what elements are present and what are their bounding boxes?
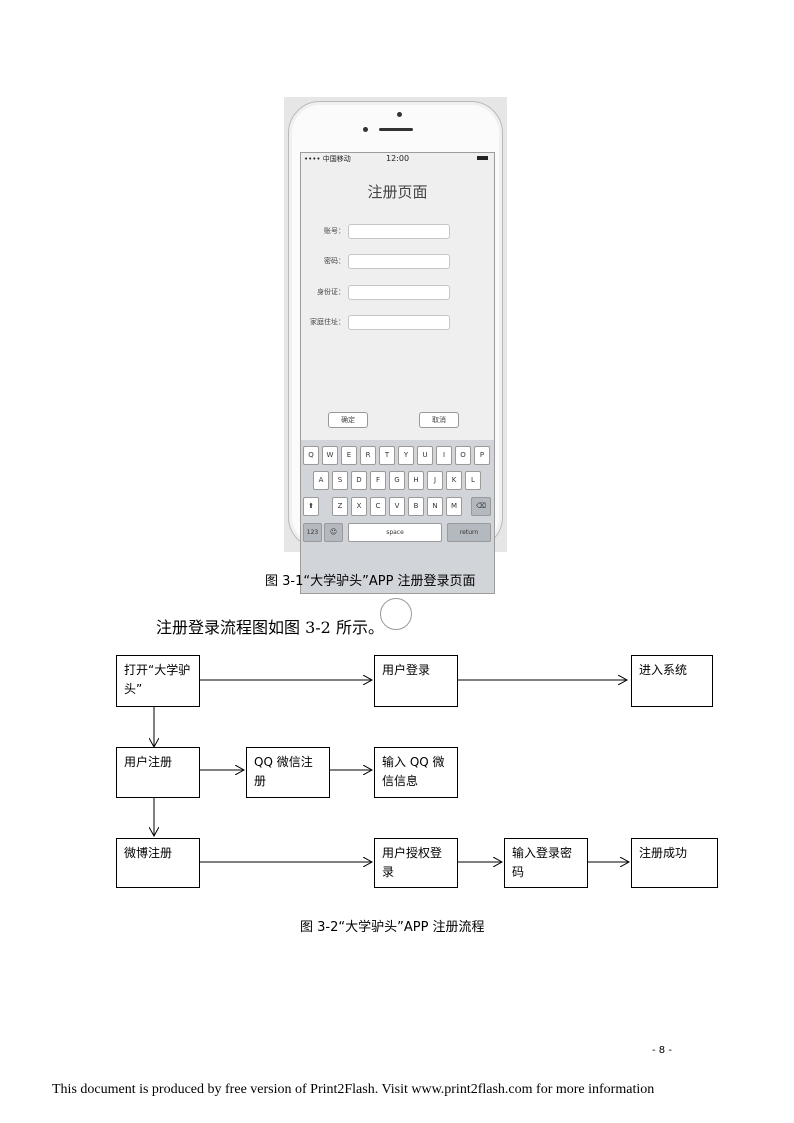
flow-box-user-login: 用户登录 (374, 655, 458, 707)
account-label: 账号： (324, 227, 345, 235)
flow-box-qq-wechat-register: QQ 微信注册 (246, 747, 330, 798)
return-key[interactable]: return (447, 523, 491, 542)
cancel-button[interactable]: 取消 (419, 412, 459, 428)
home-address-input[interactable] (348, 315, 450, 330)
key-a[interactable]: A (313, 471, 329, 490)
flowchart-connectors (100, 650, 740, 900)
body-paragraph: 注册登录流程图如图 3-2 所示。 (156, 618, 384, 637)
registration-flowchart: 打开“大学驴头” 用户登录 进入系统 用户注册 QQ 微信注册 输入 QQ 微信… (100, 650, 740, 900)
key-i[interactable]: I (436, 446, 452, 465)
key-u[interactable]: U (417, 446, 433, 465)
id-card-input[interactable] (348, 285, 450, 300)
home-button (380, 598, 412, 630)
key-g[interactable]: G (389, 471, 405, 490)
figure-3-2-caption: 图 3-2“大学驴头”APP 注册流程 (300, 920, 485, 935)
flow-box-enter-system: 进入系统 (631, 655, 713, 707)
numbers-key[interactable]: 123 (303, 523, 322, 542)
home-address-label: 家庭住址： (310, 318, 345, 326)
confirm-button[interactable]: 确定 (328, 412, 368, 428)
front-camera-dot (363, 127, 368, 132)
figure-3-1-caption: 图 3-1“大学驴头”APP 注册登录页面 (265, 574, 476, 589)
flow-box-weibo-register: 微博注册 (116, 838, 200, 888)
clock-label: 12:00 (386, 154, 410, 163)
key-w[interactable]: W (322, 446, 338, 465)
key-e[interactable]: E (341, 446, 357, 465)
key-v[interactable]: V (389, 497, 405, 516)
carrier-label: •••• 中国移动 (304, 155, 351, 163)
password-input[interactable] (348, 254, 450, 269)
print2flash-footer: This document is produced by free versio… (52, 1082, 655, 1097)
key-p[interactable]: P (474, 446, 490, 465)
space-key[interactable]: space (348, 523, 442, 542)
key-j[interactable]: J (427, 471, 443, 490)
key-t[interactable]: T (379, 446, 395, 465)
key-b[interactable]: B (408, 497, 424, 516)
shift-key-icon[interactable]: ⬆ (303, 497, 319, 516)
flow-box-user-register: 用户注册 (116, 747, 200, 798)
page-number: - 8 - (652, 1045, 672, 1056)
key-x[interactable]: X (351, 497, 367, 516)
proximity-sensor-dot (397, 112, 402, 117)
register-page-title: 注册页面 (367, 183, 428, 201)
key-k[interactable]: K (446, 471, 462, 490)
key-o[interactable]: O (455, 446, 471, 465)
emoji-key-icon[interactable]: ☺ (324, 523, 343, 542)
key-m[interactable]: M (446, 497, 462, 516)
key-f[interactable]: F (370, 471, 386, 490)
key-l[interactable]: L (465, 471, 481, 490)
key-y[interactable]: Y (398, 446, 414, 465)
key-s[interactable]: S (332, 471, 348, 490)
phone-mockup-figure: •••• 中国移动 12:00 注册页面 账号： 密码： 身份证： 家庭住址： … (284, 97, 507, 630)
flow-box-register-success: 注册成功 (631, 838, 718, 888)
battery-icon (477, 156, 488, 160)
phone-screen: •••• 中国移动 12:00 注册页面 账号： 密码： 身份证： 家庭住址： … (300, 152, 495, 594)
key-r[interactable]: R (360, 446, 376, 465)
status-bar: •••• 中国移动 12:00 (301, 153, 494, 165)
flow-box-input-password: 输入登录密码 (504, 838, 588, 888)
key-q[interactable]: Q (303, 446, 319, 465)
flow-box-open-app: 打开“大学驴头” (116, 655, 200, 707)
earpiece-speaker (379, 128, 413, 131)
key-d[interactable]: D (351, 471, 367, 490)
key-c[interactable]: C (370, 497, 386, 516)
backspace-key-icon[interactable]: ⌫ (471, 497, 491, 516)
id-card-label: 身份证： (317, 288, 345, 296)
key-z[interactable]: Z (332, 497, 348, 516)
on-screen-keyboard: Q W E R T Y U I O P A S D F G H J K L ⬆ … (301, 440, 494, 593)
key-h[interactable]: H (408, 471, 424, 490)
flow-box-user-auth-login: 用户授权登录 (374, 838, 458, 888)
password-label: 密码： (324, 257, 345, 265)
key-n[interactable]: N (427, 497, 443, 516)
account-input[interactable] (348, 224, 450, 239)
flow-box-input-qq-info: 输入 QQ 微信信息 (374, 747, 458, 798)
